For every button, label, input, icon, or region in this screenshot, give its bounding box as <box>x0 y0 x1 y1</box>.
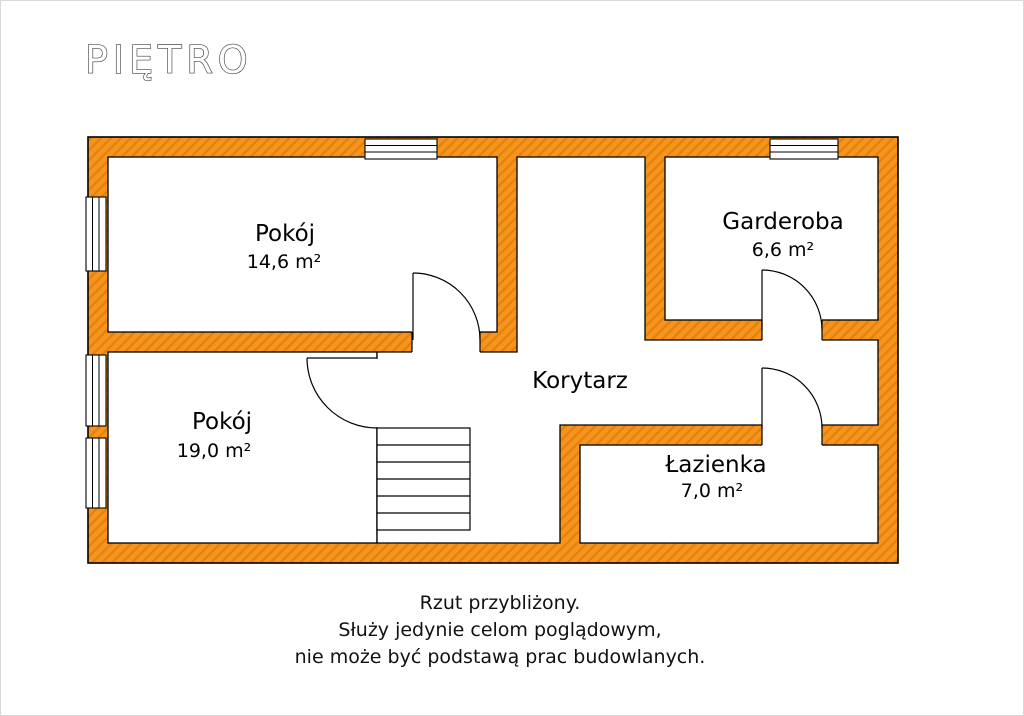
room-pokoj-2-floor <box>107 351 378 544</box>
disclaimer-line-1: Rzut przybliżony. <box>420 592 581 614</box>
door-opening-pokoj-2 <box>375 358 379 428</box>
door-openings <box>375 319 823 446</box>
windows <box>85 138 839 509</box>
room-area-pokoj-2: 19,0 m² <box>177 440 251 462</box>
window-left-lower <box>85 437 107 509</box>
room-label-korytarz: Korytarz <box>532 368 628 394</box>
window-left-middle <box>85 354 107 427</box>
room-label-pokoj-1: Pokój <box>255 221 315 247</box>
window-top-left <box>364 138 438 160</box>
door-opening-lazienka <box>762 424 822 446</box>
room-pokoj-1-floor <box>107 156 498 333</box>
disclaimer: Rzut przybliżony. Służy jedynie celom po… <box>295 592 706 668</box>
disclaimer-line-2: Służy jedynie celom poglądowym, <box>338 619 661 641</box>
door-arc-lazienka <box>761 367 823 429</box>
room-label-lazienka: Łazienka <box>664 452 766 478</box>
doors <box>306 269 823 429</box>
window-left-upper <box>85 196 107 272</box>
disclaimer-line-3: nie może być podstawą prac budowlanych. <box>295 646 706 668</box>
window-top-right <box>769 138 839 160</box>
room-area-garderoba: 6,6 m² <box>752 239 814 261</box>
room-area-pokoj-1: 14,6 m² <box>247 251 321 273</box>
door-arc-pokoj-1 <box>412 272 481 341</box>
room-labels: Pokój 14,6 m² Garderoba 6,6 m² Korytarz … <box>177 209 844 502</box>
stairs <box>376 427 471 531</box>
door-opening-garderoba <box>762 319 822 341</box>
door-arc-pokoj-2 <box>306 357 378 429</box>
door-arc-garderoba <box>761 269 823 331</box>
door-opening-pokoj-1 <box>412 331 480 353</box>
room-label-garderoba: Garderoba <box>722 209 843 235</box>
room-area-lazienka: 7,0 m² <box>681 480 743 502</box>
room-label-pokoj-2: Pokój <box>192 409 252 435</box>
page-title: PIĘTRO <box>85 38 253 82</box>
floor-spaces <box>107 156 879 544</box>
room-lazienka-floor <box>579 444 879 544</box>
